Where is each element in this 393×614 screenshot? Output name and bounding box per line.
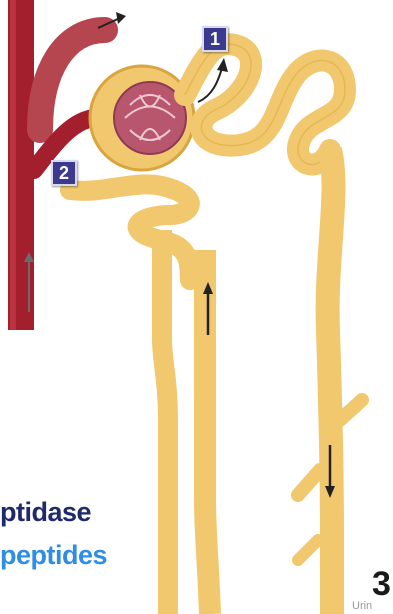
collecting-duct-branch-left2: [298, 540, 318, 560]
capsule-arrowhead: [217, 58, 228, 72]
marker-badge-2: 2: [51, 160, 77, 186]
slide-number: 3: [372, 565, 391, 604]
substrate-label: peptides: [0, 540, 107, 571]
collecting-duct-branch-right: [340, 400, 362, 420]
proximal-tubule: [185, 44, 345, 164]
descending-limb: [162, 230, 168, 614]
arteriole-flow-arrowhead: [116, 12, 126, 24]
collecting-duct-branch-left: [298, 470, 320, 495]
blood-vessel-highlight: [10, 0, 16, 330]
collecting-duct: [328, 150, 334, 614]
urine-label-fragment: Urin: [352, 600, 372, 612]
enzyme-label: ptidase: [0, 497, 91, 528]
marker-badge-1: 1: [202, 26, 228, 52]
